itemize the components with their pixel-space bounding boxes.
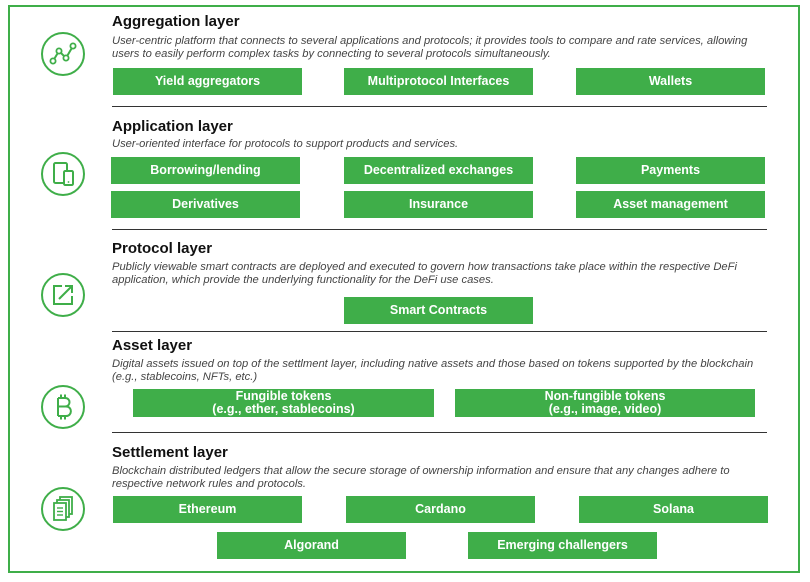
ledger-documents-icon bbox=[40, 486, 86, 532]
layer-divider bbox=[112, 331, 767, 332]
item-ethereum: Ethereum bbox=[113, 496, 302, 523]
layer-description: User-centric platform that connects to s… bbox=[112, 35, 748, 60]
item-non-fungible-tokens: Non-fungible tokens (e.g., image, video) bbox=[455, 389, 755, 417]
layer-description: Digital assets issued on top of the sett… bbox=[112, 358, 754, 383]
item-yield-aggregators: Yield aggregators bbox=[113, 68, 302, 95]
item-cardano: Cardano bbox=[346, 496, 535, 523]
layer-title: Aggregation layer bbox=[112, 13, 240, 30]
layer-description: Publicly viewable smart contracts are de… bbox=[112, 261, 737, 286]
item-asset-management: Asset management bbox=[576, 191, 765, 218]
item-smart-contracts: Smart Contracts bbox=[344, 297, 533, 324]
layer-divider bbox=[112, 432, 767, 433]
item-algorand: Algorand bbox=[217, 532, 406, 559]
item-emerging-challengers: Emerging challengers bbox=[468, 532, 657, 559]
bitcoin-icon bbox=[40, 384, 86, 430]
layer-description: Blockchain distributed ledgers that allo… bbox=[112, 465, 730, 490]
layer-title: Asset layer bbox=[112, 337, 193, 354]
layer-title: Settlement layer bbox=[112, 444, 228, 461]
layer-title: Protocol layer bbox=[112, 240, 213, 257]
layer-description: User-oriented interface for protocols to… bbox=[112, 138, 459, 150]
layer-divider bbox=[112, 106, 767, 107]
item-multiprotocol-interfaces: Multiprotocol Interfaces bbox=[344, 68, 533, 95]
diagram-frame bbox=[8, 5, 800, 573]
item-wallets: Wallets bbox=[576, 68, 765, 95]
mobile-devices-icon bbox=[40, 151, 86, 197]
item-solana: Solana bbox=[579, 496, 768, 523]
external-link-icon bbox=[40, 272, 86, 318]
item-payments: Payments bbox=[576, 157, 765, 184]
item-decentralized-exchanges: Decentralized exchanges bbox=[344, 157, 533, 184]
item-borrowing-lending: Borrowing/lending bbox=[111, 157, 300, 184]
layer-divider bbox=[112, 229, 767, 230]
item-derivatives: Derivatives bbox=[111, 191, 300, 218]
line-chart-icon bbox=[40, 31, 86, 77]
item-fungible-tokens: Fungible tokens (e.g., ether, stablecoin… bbox=[133, 389, 434, 417]
item-insurance: Insurance bbox=[344, 191, 533, 218]
layer-title: Application layer bbox=[112, 118, 233, 135]
